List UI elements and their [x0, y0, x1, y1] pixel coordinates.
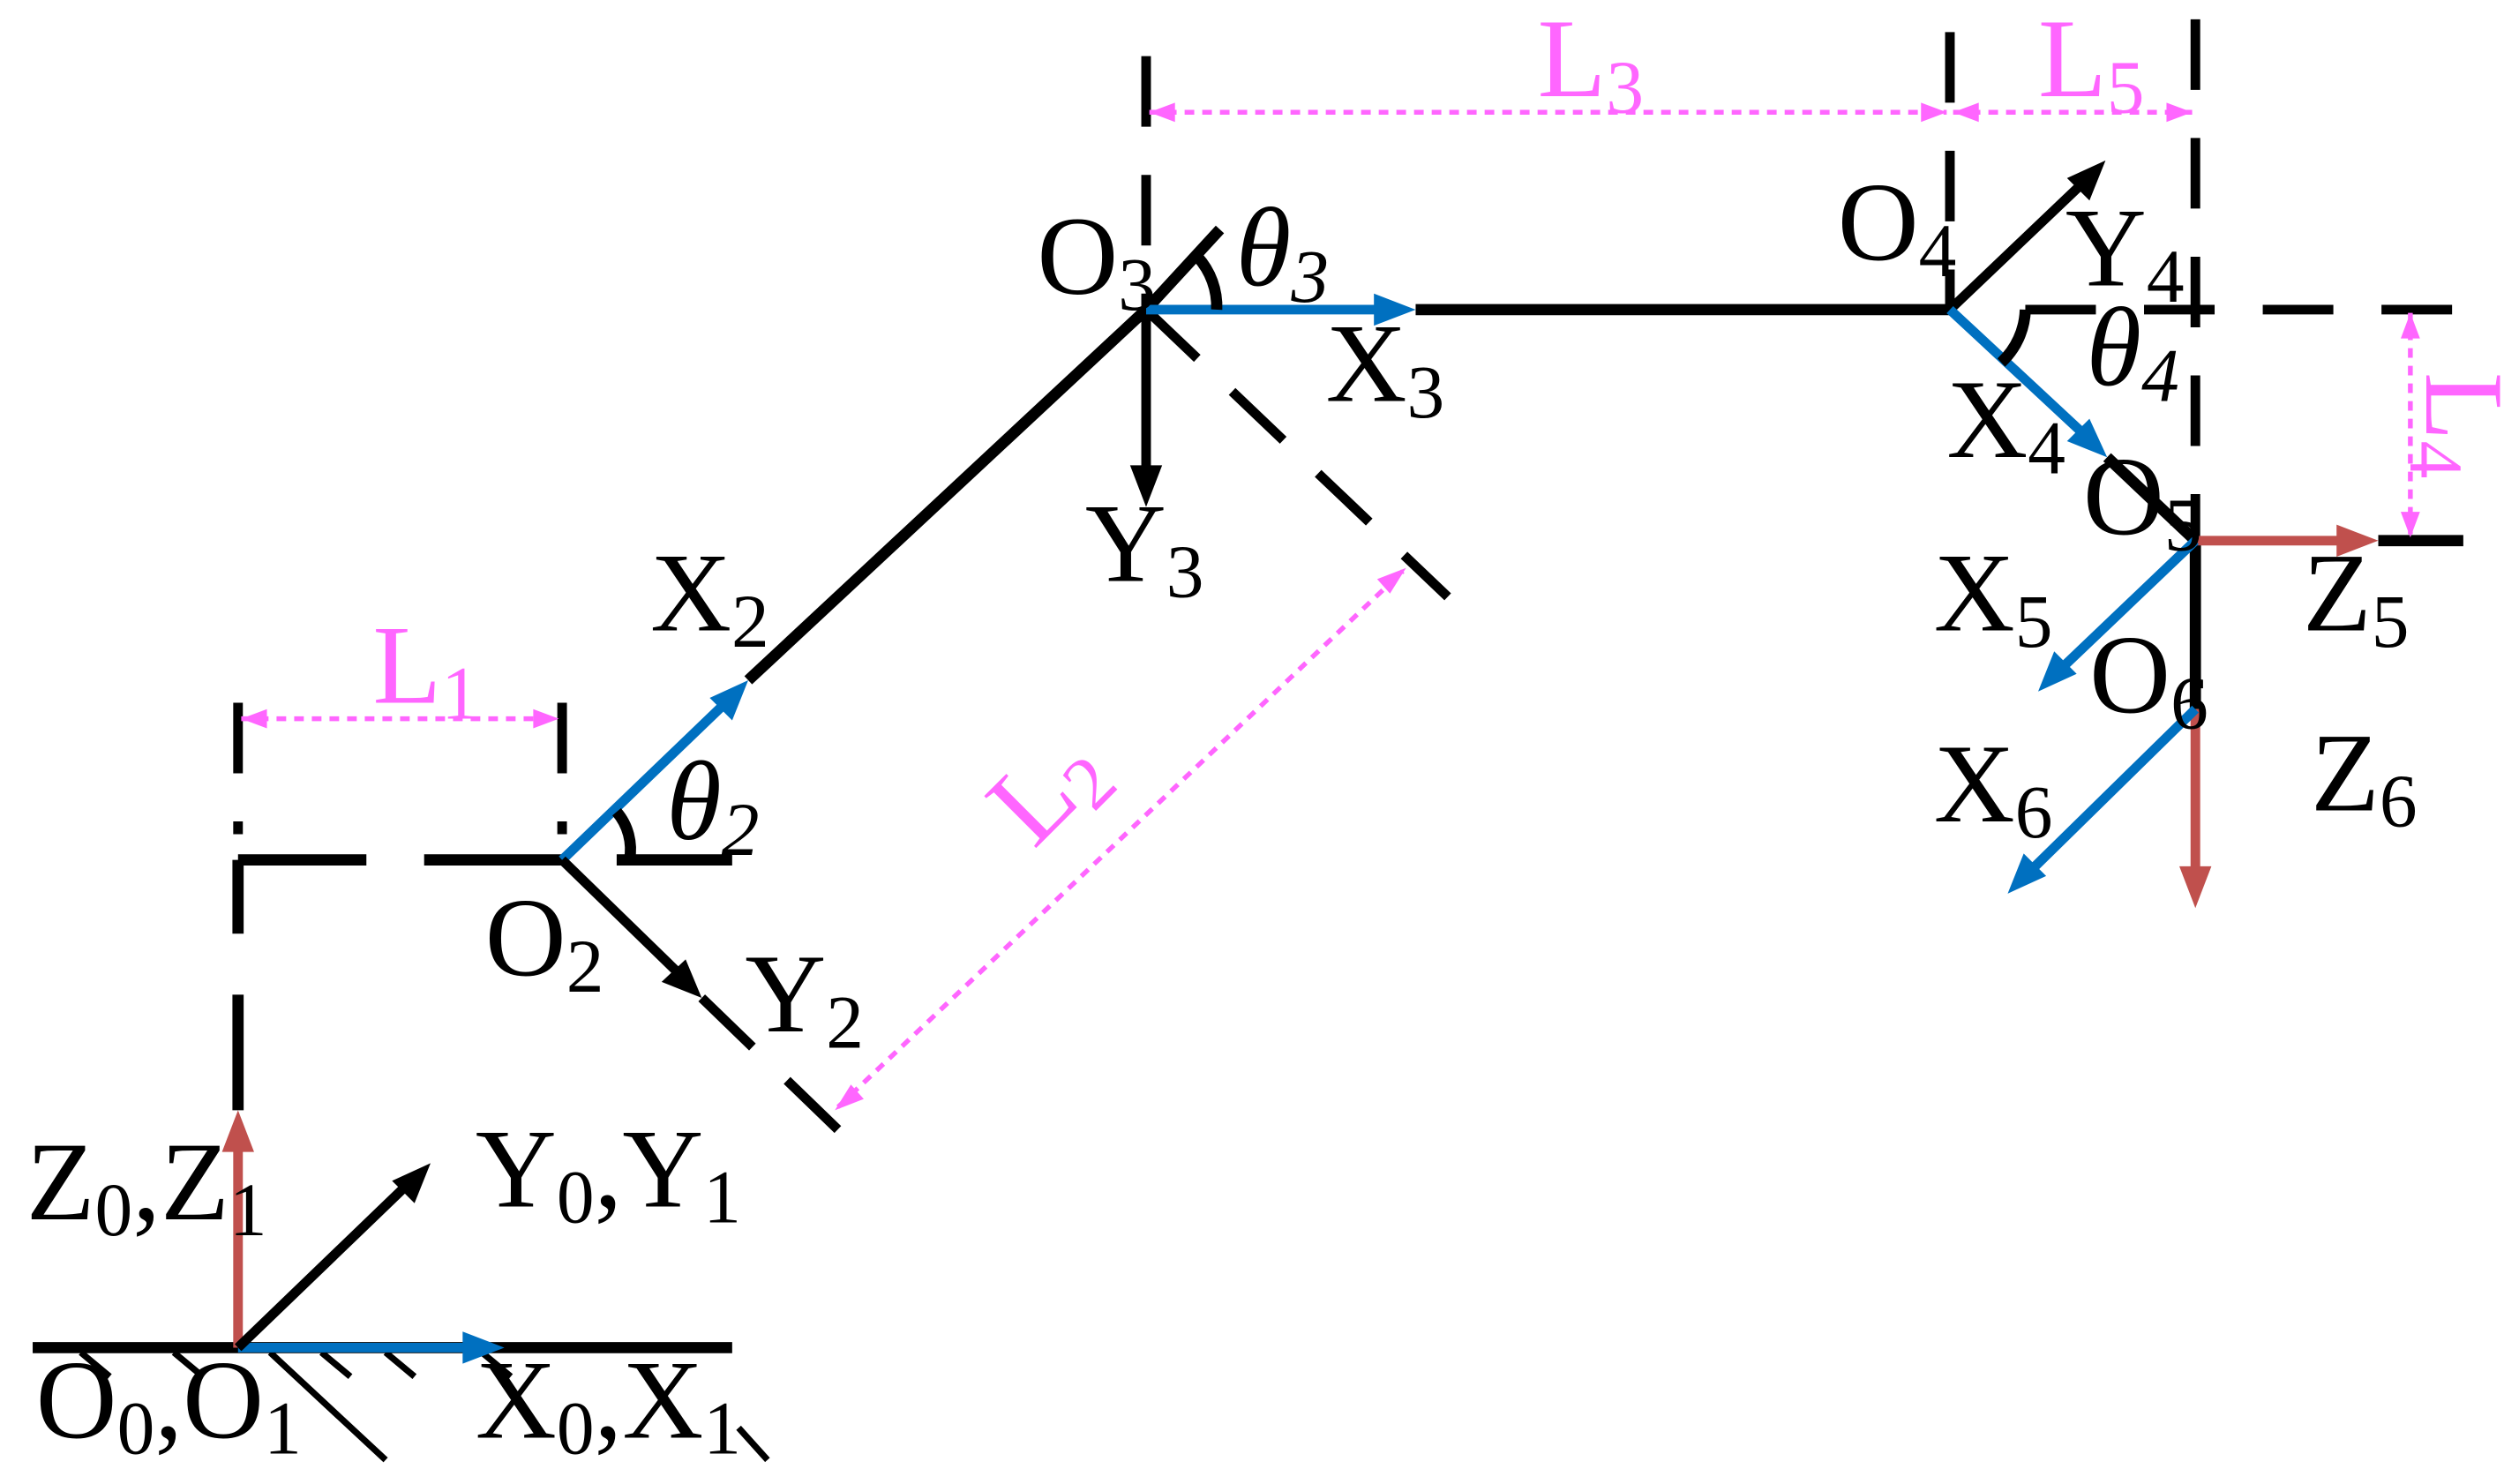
x5-axis	[2054, 536, 2199, 676]
frame-5-6	[2007, 19, 2463, 909]
label-z5: Z5	[2303, 531, 2409, 663]
label-o3: O3	[1037, 194, 1156, 326]
label-theta4: θ4	[2087, 285, 2179, 417]
label-l2: L2	[963, 705, 1132, 873]
frame-3	[1129, 56, 1451, 601]
label-y0-y1: Y0,Y1	[476, 1106, 741, 1239]
y3-arrowhead	[1129, 465, 1163, 507]
ground-hatching	[79, 1350, 770, 1463]
x4-arrowhead	[2066, 418, 2108, 458]
link-4	[2103, 453, 2200, 545]
y4-arrowhead	[2066, 160, 2106, 201]
label-l1: L1	[373, 603, 479, 735]
theta4-arc	[1997, 309, 2031, 367]
label-l5: L5	[2038, 0, 2144, 129]
l2-dimension	[836, 569, 1405, 1109]
x2-arrowhead	[709, 679, 749, 721]
link-2	[744, 305, 1151, 685]
label-x0-x1: X0,X1	[476, 1338, 741, 1470]
z0-arrowhead	[221, 1110, 254, 1152]
label-x2: X2	[650, 531, 769, 663]
y2-axis	[559, 856, 685, 979]
label-z0-z1: Z0,Z1	[26, 1120, 267, 1252]
label-x3: X3	[1326, 302, 1445, 434]
label-o2: O2	[485, 876, 604, 1008]
y0-axis	[235, 1177, 415, 1352]
label-x4: X4	[1946, 357, 2065, 490]
label-x6: X6	[1934, 722, 2053, 854]
label-z6: Z6	[2311, 710, 2417, 843]
label-y2: Y2	[745, 932, 864, 1064]
label-o6: O6	[2089, 612, 2208, 745]
x6-axis	[2025, 705, 2200, 877]
label-o5: O5	[2083, 435, 2202, 567]
label-l4: L4	[2394, 372, 2504, 478]
label-o4: O4	[1838, 161, 1957, 293]
theta2-arc	[611, 807, 636, 861]
label-y3: Y3	[1085, 481, 1204, 613]
x5-arrowhead	[2038, 651, 2077, 692]
label-theta2: θ2	[666, 739, 759, 872]
x2-axis	[559, 699, 730, 864]
link-1	[232, 702, 732, 1111]
label-o0-o1: O0,O1	[36, 1338, 302, 1470]
z5-arrowhead	[2336, 524, 2379, 557]
y2-extension-dashed	[698, 994, 851, 1143]
theta3-arc	[1193, 252, 1223, 311]
o3-extension-solid	[1142, 225, 1225, 314]
y0-arrowhead	[392, 1163, 431, 1203]
dimension-lines	[241, 102, 2420, 1111]
label-x5: X5	[1934, 531, 2053, 663]
x6-arrowhead	[2007, 853, 2047, 894]
x3-arrowhead	[1374, 293, 1416, 326]
base-frame	[221, 1110, 505, 1364]
z6-arrowhead	[2179, 866, 2212, 909]
label-theta3: θ3	[1236, 186, 1329, 319]
frame-4	[1945, 32, 2480, 458]
y4-axis	[1946, 176, 2090, 313]
l2-extension-dashed	[1143, 305, 1451, 601]
y2-arrowhead	[661, 959, 702, 999]
x0-arrowhead	[462, 1331, 505, 1364]
x4-axis	[1946, 305, 2090, 440]
label-l3: L3	[1538, 0, 1644, 129]
frame-2	[559, 679, 851, 1143]
label-y4: Y4	[2065, 186, 2185, 319]
